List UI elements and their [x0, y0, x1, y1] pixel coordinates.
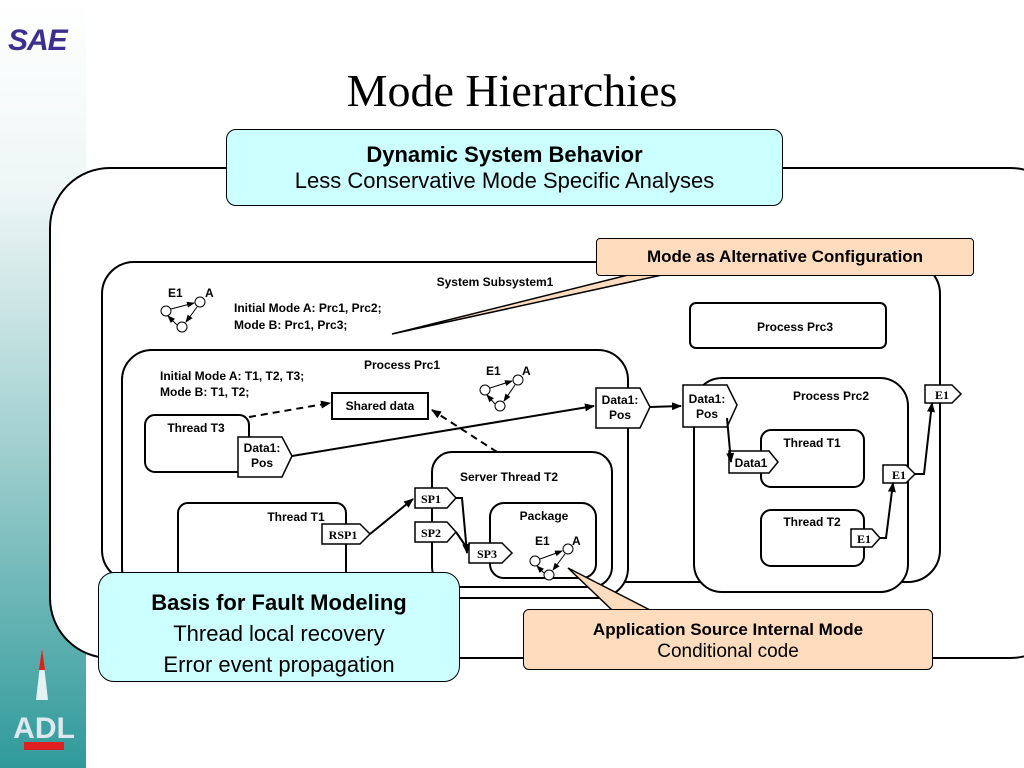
- adl-logo-text: ADL: [13, 712, 75, 745]
- prc1-mode-e1: E1: [486, 364, 501, 378]
- thread-t2-e1-port: [850, 528, 882, 548]
- package-mode-machine: E1 A: [529, 534, 581, 581]
- process-prc2-label: Process Prc2: [793, 389, 869, 403]
- thread-t1-data1-label: Data1: [735, 456, 768, 470]
- prc2-e1-label: E1: [892, 468, 906, 482]
- sp1-port: [414, 487, 458, 509]
- prc1-port-label-2: Pos: [609, 408, 631, 422]
- slide-title: Mode Hierarchies: [346, 65, 678, 116]
- fault-modeling-line1: Thread local recovery: [173, 621, 385, 646]
- fault-modeling-line2: Error event propagation: [163, 652, 395, 677]
- t3-data-port: [237, 436, 293, 478]
- process-prc1-label: Process Prc1: [364, 358, 440, 372]
- sp2-port: [414, 521, 458, 543]
- prc2-data-port: [682, 384, 738, 428]
- prc1-mode-machine: E1 A: [479, 364, 531, 412]
- app-source-text: Conditional code: [657, 641, 799, 662]
- package-box: [489, 502, 597, 579]
- prc2-port-label-1: Data1:: [689, 392, 726, 406]
- package-mode-e1: E1: [535, 534, 550, 548]
- dynamic-behavior-callout: Dynamic System Behavior Less Conservativ…: [226, 129, 783, 206]
- package-label: Package: [520, 509, 569, 523]
- system-e1-label: E1: [935, 388, 949, 402]
- prc2-thread-t1-label: Thread T1: [783, 436, 841, 450]
- prc1-thread-t1-label: Thread T1: [267, 510, 325, 524]
- prc1-modes-line1: Initial Mode A: T1, T2, T3;: [160, 369, 304, 383]
- thread-t3-label: Thread T3: [167, 421, 225, 435]
- alt-config-heading: Mode as Alternative Configuration: [646, 247, 924, 266]
- system-modes-line1: Initial Mode A: Prc1, Prc2;: [234, 301, 382, 315]
- connections: [248, 400, 935, 554]
- sp3-label: SP3: [477, 547, 497, 561]
- process-prc3-box: [689, 302, 887, 349]
- sp1-label: SP1: [421, 492, 441, 506]
- t3-port-label-1: Data1:: [244, 441, 281, 455]
- fault-modeling-callout: Basis for Fault Modeling Thread local re…: [98, 572, 460, 682]
- prc1-modes-line2: Mode B: T1, T2;: [160, 385, 249, 399]
- prc1-port-label-1: Data1:: [602, 393, 639, 407]
- server-thread-t2-label: Server Thread T2: [460, 470, 558, 484]
- sp3-port: [468, 542, 514, 564]
- system-mode-e1: E1: [168, 286, 183, 300]
- fault-modeling-heading: Basis for Fault Modeling: [151, 590, 407, 615]
- process-prc3-label: Process Prc3: [757, 320, 833, 334]
- adl-logo: ADL: [13, 648, 75, 750]
- t3-port-label-2: Pos: [251, 456, 273, 470]
- rsp1-label: RSP1: [329, 528, 358, 542]
- dynamic-behavior-text: Less Conservative Mode Specific Analyses: [294, 168, 715, 193]
- sae-logo: SAE: [8, 24, 68, 57]
- rsp1-port: [321, 523, 372, 545]
- shared-data-label: Shared data: [346, 399, 415, 413]
- system-subsystem-label: System Subsystem1: [437, 275, 554, 289]
- system-e1-port: [924, 384, 963, 404]
- system-mode-machine: E1 A: [160, 286, 214, 333]
- app-source-callout: Application Source Internal Mode Conditi…: [523, 609, 933, 670]
- system-mode-a: A: [205, 286, 214, 300]
- sp2-label: SP2: [421, 526, 441, 540]
- prc1-mode-a: A: [522, 364, 531, 378]
- package-mode-a: A: [572, 534, 581, 548]
- prc2-thread-t2-label: Thread T2: [783, 515, 841, 529]
- dynamic-behavior-heading: Dynamic System Behavior: [366, 142, 643, 167]
- thread-t2-e1-label: E1: [857, 532, 871, 546]
- app-source-heading: Application Source Internal Mode: [592, 620, 864, 639]
- alt-config-callout: Mode as Alternative Configuration: [596, 238, 974, 276]
- prc2-e1-port: [882, 464, 917, 484]
- system-modes-line2: Mode B: Prc1, Prc3;: [234, 318, 347, 332]
- prc2-port-label-2: Pos: [696, 407, 718, 421]
- shared-data-box: [331, 392, 429, 420]
- thread-t1-data1-port: [728, 450, 779, 474]
- prc1-data-port: [595, 387, 651, 429]
